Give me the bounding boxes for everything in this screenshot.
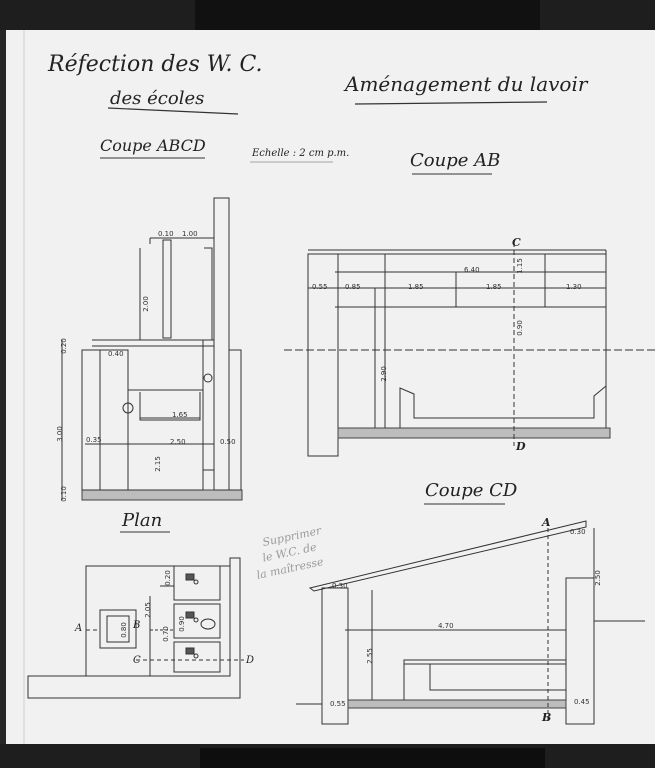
amenagement-title: Aménagement du lavoir xyxy=(345,72,588,96)
label-d-plan: D xyxy=(246,655,255,666)
main-title-line1: Réfection des W. C. xyxy=(48,52,263,77)
coupe-ab-title: Coupe AB xyxy=(410,150,501,171)
dim-label: 0.90 xyxy=(177,616,186,632)
dim-label: 0.20 xyxy=(163,570,172,586)
label-b-plan: B xyxy=(133,620,141,631)
dim-label: 2.05 xyxy=(143,602,152,618)
dim-label: 1.85 xyxy=(408,283,424,291)
dim-label: 0.80 xyxy=(119,622,128,638)
dim-label: 1.00 xyxy=(182,230,198,238)
dim-label: 0.30 xyxy=(332,582,348,590)
dim-label: 1.30 xyxy=(566,283,582,291)
dim-label: 0.45 xyxy=(574,698,590,706)
dim-label: 2.15 xyxy=(153,456,162,472)
dim-label: 2.90 xyxy=(379,366,388,382)
label-b-cd: B xyxy=(542,711,552,724)
dim-label: 0.20 xyxy=(59,338,68,354)
label-c-plan: C xyxy=(133,655,141,666)
label-a-cd: A xyxy=(542,516,551,529)
dim-label: 0.10 xyxy=(59,486,68,502)
coupe-cd-title: Coupe CD xyxy=(425,480,518,501)
dim-label: 2.00 xyxy=(141,296,150,312)
main-title-line2: des écoles xyxy=(110,88,205,109)
dim-label: 0.90 xyxy=(515,320,524,336)
scale-label: Echelle : 2 cm p.m. xyxy=(252,148,350,159)
dim-label: 0.35 xyxy=(86,436,102,444)
dim-label: 0.55 xyxy=(312,283,328,291)
dim-label: 0.10 xyxy=(158,230,174,238)
dim-label: 2.50 xyxy=(170,438,186,446)
dim-label: 1.15 xyxy=(515,258,524,274)
dim-label: 4.70 xyxy=(438,622,454,630)
dim-label: 0.55 xyxy=(330,700,346,708)
dim-label: 0.85 xyxy=(345,283,361,291)
dim-label: 0.40 xyxy=(108,350,124,358)
dim-label: 3.00 xyxy=(55,426,64,442)
coupe-abcd-title: Coupe ABCD xyxy=(100,136,206,155)
dim-label: 1.85 xyxy=(486,283,502,291)
label-c-ab: C xyxy=(512,236,521,249)
label-a-plan: A xyxy=(75,623,83,634)
dim-label: 6.40 xyxy=(464,266,480,274)
dim-label: 0.50 xyxy=(220,438,236,446)
dim-label: 2.50 xyxy=(593,570,602,586)
label-d-ab: D xyxy=(516,440,526,453)
dim-label: 0.30 xyxy=(570,528,586,536)
dim-label: 2.55 xyxy=(365,648,374,664)
dim-label: 0.70 xyxy=(161,626,170,642)
plan-title: Plan xyxy=(122,510,163,531)
dim-label: 1.65 xyxy=(172,411,188,419)
